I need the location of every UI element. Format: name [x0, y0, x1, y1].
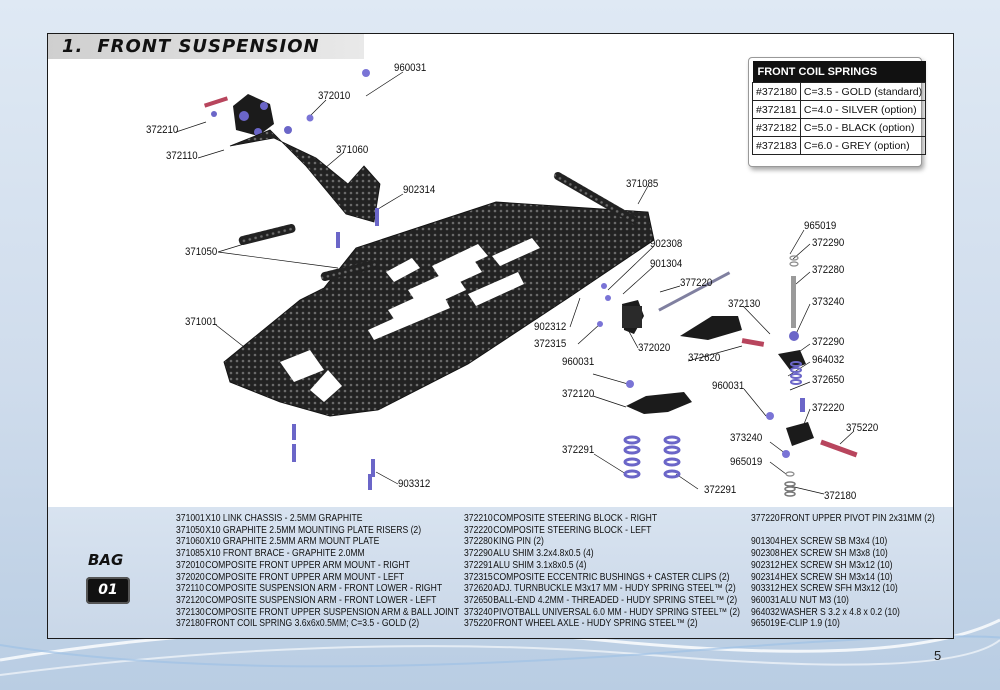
upper-arm-mount-assembly [203, 69, 381, 226]
exploded-diagram [175, 69, 858, 497]
callout-373240-bot: 373240 [730, 432, 763, 444]
bag-number-badge: 01 [86, 577, 130, 604]
section-header: 1. FRONT SUSPENSION [48, 34, 364, 59]
section-title-text: FRONT SUSPENSION [97, 36, 320, 57]
part-row: 372220COMPOSITE STEERING BLOCK - LEFT [464, 524, 652, 536]
part-row: 372010COMPOSITE FRONT UPPER ARM MOUNT - … [176, 559, 410, 571]
callout-371085: 371085 [626, 178, 659, 190]
part-row: 372130COMPOSITE FRONT UPPER SUSPENSION A… [176, 606, 459, 618]
callout-372020: 372020 [638, 342, 671, 354]
callout-372010: 372010 [318, 90, 351, 102]
springs-table-title: FRONT COIL SPRINGS [752, 61, 926, 83]
part-row: 377220FRONT UPPER PIVOT PIN 2x31MM (2) [751, 513, 935, 524]
part-row: 372620ADJ. TURNBUCKLE M3x17 MM - HUDY SP… [464, 583, 736, 595]
callout-375220: 375220 [846, 422, 879, 434]
part-row: 901304HEX SCREW SB M3x4 (10) [751, 536, 888, 548]
callout-373240-top: 373240 [812, 296, 845, 308]
callout-372180: 372180 [824, 490, 857, 502]
parts-list-column-1: 371001X10 LINK CHASSIS - 2.5MM GRAPHITE … [176, 513, 505, 630]
part-row: 373240PIVOTBALL UNIVERSAL 6.0 MM - HUDY … [464, 606, 741, 618]
spring-part-number: #372180 [752, 82, 801, 101]
callout-372291-right: 372291 [704, 484, 737, 496]
part-row: 372280KING PIN (2) [464, 536, 544, 548]
spring-part-number: #372182 [752, 118, 801, 137]
part-row: 375220FRONT WHEEL AXLE - HUDY SPRING STE… [464, 618, 698, 630]
callout-372620: 372620 [688, 352, 721, 364]
callout-372290-top: 372290 [812, 237, 845, 249]
part-row: 372110COMPOSITE SUSPENSION ARM - FRONT L… [176, 583, 443, 595]
parts-list: 371001X10 LINK CHASSIS - 2.5MM GRAPHITE … [48, 507, 953, 638]
part-row: 371050X10 GRAPHITE 2.5MM MOUNTING PLATE … [176, 524, 422, 536]
part-row: 372210COMPOSITE STEERING BLOCK - RIGHT [464, 513, 658, 524]
part-row: 371060X10 GRAPHITE 2.5MM ARM MOUNT PLATE [176, 536, 380, 548]
spring-part-number: #372183 [752, 136, 801, 155]
spring-description: C=3.5 - GOLD (standard) [799, 82, 927, 101]
callout-377220: 377220 [680, 277, 713, 289]
assembly-page: 1. FRONT SUSPENSION [47, 33, 954, 639]
chassis-plate [223, 172, 655, 490]
part-row: 372315COMPOSITE ECCENTRIC BUSHINGS + CAS… [464, 571, 730, 583]
part-row: 902312HEX SCREW SH M3x12 (10) [751, 559, 893, 571]
callout-965019-top: 965019 [804, 220, 837, 232]
part-row: 372291ALU SHIM 3.1x8x0.5 (4) [464, 559, 587, 571]
callout-372290-mid: 372290 [812, 336, 845, 348]
callout-372110: 372110 [166, 150, 198, 162]
callout-372210: 372210 [146, 124, 179, 136]
page-number: 5 [934, 648, 942, 663]
part-row: 372120COMPOSITE SUSPENSION ARM - FRONT L… [176, 594, 437, 606]
front-right-suspension [597, 271, 765, 479]
part-row: 965019E-CLIP 1.9 (10) [751, 618, 840, 630]
part-row: 902308HEX SCREW SH M3x8 (10) [751, 548, 888, 560]
spring-description: C=6.0 - GREY (option) [799, 136, 927, 155]
callout-903312: 903312 [398, 478, 431, 490]
callout-372650: 372650 [812, 374, 845, 386]
callout-902314: 902314 [403, 184, 436, 196]
callout-372120: 372120 [562, 388, 595, 400]
callout-372280: 372280 [812, 264, 845, 276]
part-row: 902314HEX SCREW SH M3x14 (10) [751, 571, 893, 583]
callout-901304: 901304 [650, 258, 683, 270]
parts-list-spacer [751, 525, 953, 537]
callout-960031-mid: 960031 [562, 356, 595, 368]
callout-960031-right: 960031 [712, 380, 745, 392]
callout-902312: 902312 [534, 321, 567, 333]
part-row: 903312HEX SCREW SFH M3x12 (10) [751, 583, 898, 595]
callout-372315: 372315 [534, 338, 567, 350]
callout-372130: 372130 [728, 298, 761, 310]
bag-label: BAG [88, 551, 124, 569]
callout-372291-left: 372291 [562, 444, 595, 456]
parts-list-column-3: 377220FRONT UPPER PIVOT PIN 2x31MM (2) 9… [751, 513, 953, 630]
steering-block-assembly [766, 255, 858, 497]
callout-371050: 371050 [185, 246, 218, 258]
parts-list-column-2: 372210COMPOSITE STEERING BLOCK - RIGHT 3… [464, 513, 785, 630]
part-row: 371085X10 FRONT BRACE - GRAPHITE 2.0MM [176, 548, 365, 560]
section-title: 1. FRONT SUSPENSION [62, 35, 320, 59]
callout-965019-bot: 965019 [730, 456, 763, 468]
callout-960031-top: 960031 [394, 62, 427, 74]
part-row: 372650BALL-END 4.2MM - THREADED - HUDY S… [464, 594, 738, 606]
callout-371060: 371060 [336, 144, 369, 156]
part-row: 372290ALU SHIM 3.2x4.8x0.5 (4) [464, 548, 594, 560]
part-row: 960031ALU NUT M3 (10) [751, 594, 849, 606]
part-row: 372180FRONT COIL SPRING 3.6x6x0.5MM; C=3… [176, 618, 420, 630]
part-row: 372020COMPOSITE FRONT UPPER ARM MOUNT - … [176, 571, 405, 583]
part-row: 964032WASHER S 3.2 x 4.8 x 0.2 (10) [751, 606, 900, 618]
callout-964032: 964032 [812, 354, 845, 366]
section-number: 1. [62, 36, 84, 57]
part-row: 371001X10 LINK CHASSIS - 2.5MM GRAPHITE [176, 513, 363, 524]
callout-371001: 371001 [185, 316, 218, 328]
spring-part-number: #372181 [752, 100, 801, 119]
spring-description: C=4.0 - SILVER (option) [799, 100, 927, 119]
callout-372220: 372220 [812, 402, 845, 414]
callout-902308: 902308 [650, 238, 683, 250]
spring-description: C=5.0 - BLACK (option) [799, 118, 927, 137]
